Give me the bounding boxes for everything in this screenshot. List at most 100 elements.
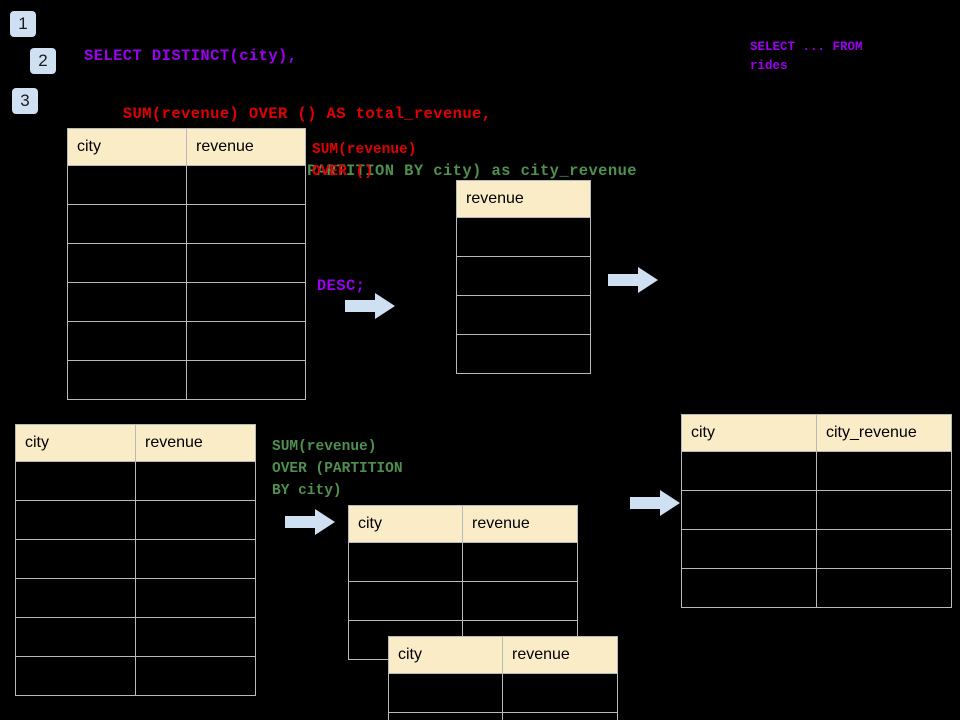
partition-group-table-back: city revenue	[348, 505, 578, 660]
table-row	[348, 581, 578, 621]
cell-revenue	[502, 673, 618, 713]
partition-group-table-front: city revenue	[388, 636, 618, 720]
cell-city	[15, 578, 136, 618]
table-row	[681, 490, 952, 530]
table-header-row: city city_revenue	[681, 414, 952, 452]
table-header-row: city revenue	[388, 636, 618, 674]
table-row	[456, 334, 591, 374]
rides-source-table-top: city revenue	[67, 128, 306, 400]
column-header-revenue: revenue	[462, 505, 578, 543]
table-row	[67, 321, 306, 361]
column-header-city: city	[348, 505, 463, 543]
cell-city-revenue	[816, 568, 952, 608]
sql-line-total-revenue: SUM(revenue) OVER () AS total_revenue,	[84, 104, 492, 123]
cell-revenue	[186, 204, 306, 244]
table-row	[681, 451, 952, 491]
cell-revenue	[456, 334, 591, 374]
cell-revenue	[135, 617, 256, 657]
cell-city	[681, 451, 817, 491]
arrow-rides-to-partition	[285, 509, 335, 535]
cell-revenue	[135, 461, 256, 501]
table-row	[681, 568, 952, 608]
cell-revenue	[135, 578, 256, 618]
cell-city	[388, 712, 503, 720]
column-header-city: city	[681, 414, 817, 452]
cell-revenue	[186, 282, 306, 322]
source-note-annotation: SELECT ... FROM rides	[750, 40, 863, 73]
cell-city	[67, 204, 187, 244]
arrow-total-revenue-to-result	[608, 267, 658, 293]
column-header-city-revenue: city_revenue	[816, 414, 952, 452]
table-row	[67, 165, 306, 205]
cell-city	[348, 542, 463, 582]
cell-city	[15, 656, 136, 696]
table-row	[456, 295, 591, 335]
table-row	[67, 243, 306, 283]
table-row	[67, 204, 306, 244]
table-row	[348, 542, 578, 582]
table-header-row: city revenue	[15, 424, 256, 462]
table-row	[15, 500, 256, 540]
cell-city	[67, 243, 187, 283]
sql-line-select: SELECT DISTINCT(city),	[84, 47, 298, 65]
table-header-row: city revenue	[67, 128, 306, 166]
column-header-city: city	[388, 636, 503, 674]
arrow-partition-to-result	[630, 490, 680, 516]
total-revenue-callout: SUM(revenue) OVER ()	[312, 142, 417, 180]
result-table: city city_revenue	[681, 414, 952, 608]
cell-revenue	[135, 539, 256, 579]
step-badge-1: 1	[10, 11, 36, 37]
column-header-city: city	[67, 128, 187, 166]
cell-city	[15, 617, 136, 657]
cell-city-revenue	[816, 529, 952, 569]
cell-city	[681, 490, 817, 530]
table-row	[67, 282, 306, 322]
cell-city-revenue	[816, 490, 952, 530]
cell-revenue	[456, 217, 591, 257]
cell-city	[15, 461, 136, 501]
column-header-revenue: revenue	[135, 424, 256, 462]
table-row	[15, 656, 256, 696]
cell-city	[681, 529, 817, 569]
table-row	[15, 539, 256, 579]
cell-revenue	[135, 500, 256, 540]
cell-city	[681, 568, 817, 608]
cell-revenue	[462, 581, 578, 621]
column-header-revenue: revenue	[502, 636, 618, 674]
cell-revenue	[135, 656, 256, 696]
column-header-city: city	[15, 424, 136, 462]
cell-revenue	[186, 360, 306, 400]
step-badge-2: 2	[30, 48, 56, 74]
cell-revenue	[456, 256, 591, 296]
cell-revenue	[186, 165, 306, 205]
table-header-row: revenue	[456, 180, 591, 218]
cell-city	[67, 282, 187, 322]
cell-city-revenue	[816, 451, 952, 491]
cell-city	[15, 539, 136, 579]
table-row	[388, 712, 618, 720]
total-revenue-table: revenue	[456, 180, 591, 374]
table-header-row: city revenue	[348, 505, 578, 543]
step-badge-3: 3	[12, 88, 38, 114]
city-revenue-callout: SUM(revenue) OVER (PARTITION BY city)	[272, 439, 403, 499]
table-row	[456, 217, 591, 257]
table-row	[681, 529, 952, 569]
rides-source-table-bottom: city revenue	[15, 424, 256, 696]
table-row	[15, 617, 256, 657]
arrow-rides-to-total-revenue	[345, 293, 395, 319]
cell-city	[67, 360, 187, 400]
cell-city	[15, 500, 136, 540]
cell-city	[388, 673, 503, 713]
cell-revenue	[502, 712, 618, 720]
column-header-revenue: revenue	[456, 180, 591, 218]
cell-city	[67, 165, 187, 205]
cell-revenue	[186, 321, 306, 361]
cell-city	[67, 321, 187, 361]
cell-city	[348, 581, 463, 621]
table-row	[67, 360, 306, 400]
cell-revenue	[456, 295, 591, 335]
table-row	[388, 673, 618, 713]
table-row	[456, 256, 591, 296]
table-row	[15, 578, 256, 618]
